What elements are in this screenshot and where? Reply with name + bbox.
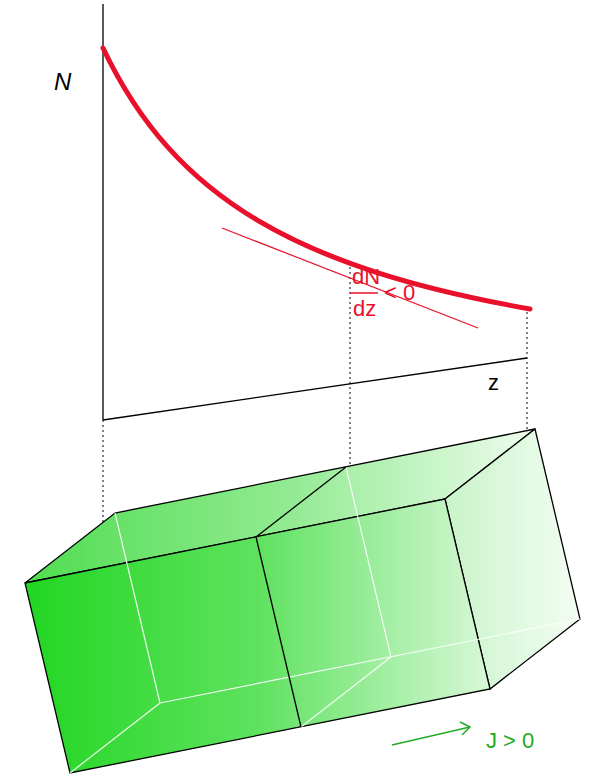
axis-label: N: [54, 70, 71, 94]
fraction-bar: [350, 292, 378, 294]
flux-label: J > 0: [486, 730, 534, 752]
derivative-denominator: dz: [353, 298, 376, 320]
flux-arrow: [392, 722, 470, 745]
derivative-numerator: dN: [352, 266, 380, 288]
n-axis: [102, 4, 103, 420]
concentration-curve: [103, 48, 530, 309]
derivative-sign: < 0: [384, 282, 415, 304]
axis-label: z: [488, 372, 499, 394]
tangent-line: [222, 228, 478, 328]
z-axis: [103, 358, 527, 420]
medium-box: [25, 429, 580, 773]
